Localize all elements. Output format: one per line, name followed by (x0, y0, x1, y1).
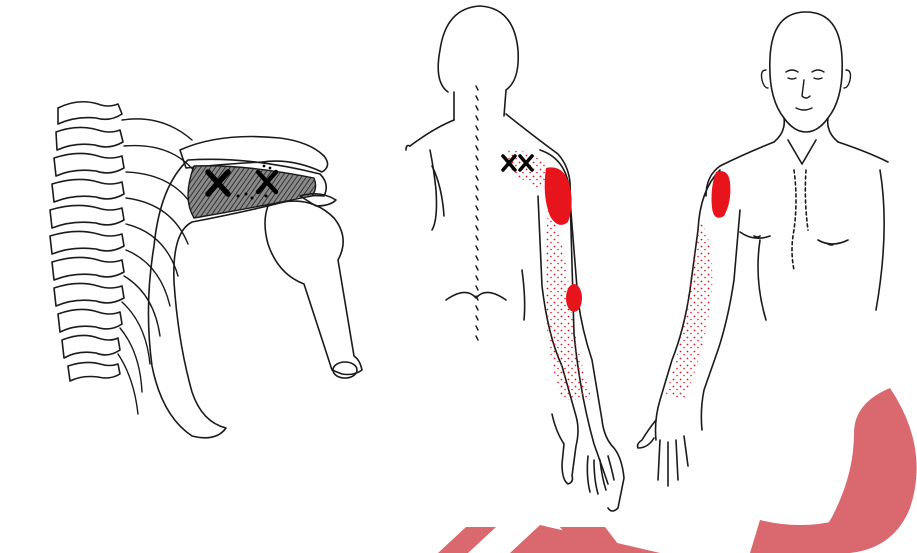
shoulder-line (706, 142, 888, 196)
spine-ticks (476, 86, 478, 340)
head-front (770, 12, 842, 132)
posterior-hand (587, 456, 614, 494)
humerus-end (333, 362, 357, 378)
vertebral-column (50, 102, 124, 381)
anterior-body-panel (638, 12, 889, 486)
referral-zones-posterior (508, 150, 592, 400)
head-back (438, 6, 518, 120)
sternum (792, 170, 808, 270)
anterior-hand (638, 420, 689, 486)
posterior-body-panel (406, 6, 624, 511)
referral-zones-anterior (666, 171, 730, 400)
back-inner-line (522, 270, 525, 320)
chest (740, 232, 848, 245)
scapula-skeleton-panel (50, 102, 362, 438)
neck-front (774, 118, 838, 164)
humerus (265, 201, 362, 374)
torso-side (758, 170, 884, 320)
left-back-shoulder (406, 146, 437, 231)
face (762, 70, 851, 110)
